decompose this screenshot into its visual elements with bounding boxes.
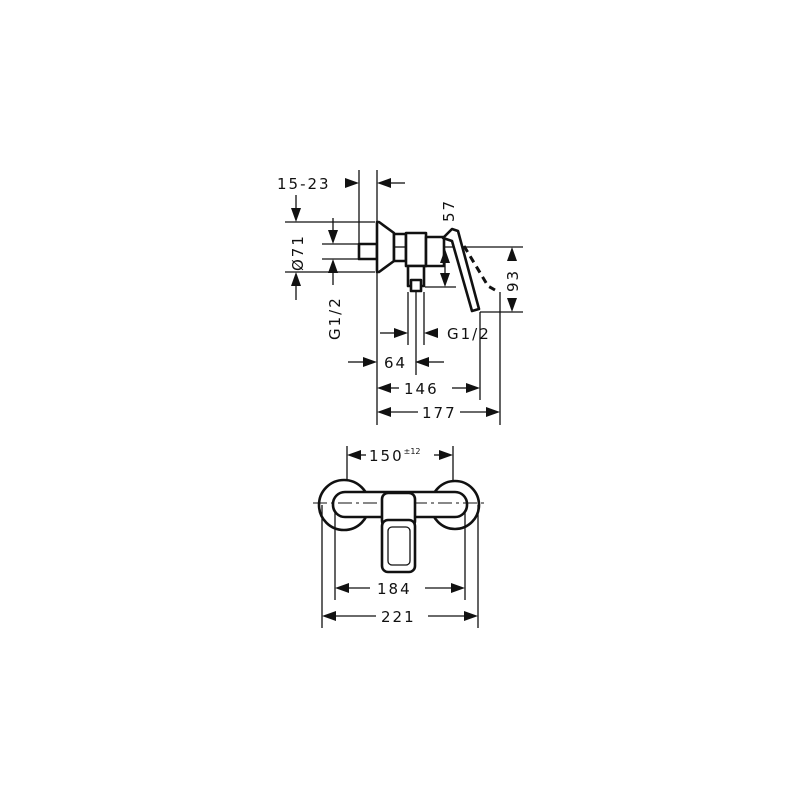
arrowhead-icon xyxy=(424,328,438,338)
dim-bar-width: 184 xyxy=(377,580,412,598)
dim-center-distance: 150±12 xyxy=(369,447,421,465)
arrowhead-icon xyxy=(439,450,453,460)
dim-flange-diameter: Ø71 xyxy=(289,234,307,271)
arrowhead-icon xyxy=(335,583,349,593)
lever-alt-position xyxy=(462,245,496,292)
front-view: 150±12 184 221 xyxy=(313,446,487,628)
arrowhead-icon xyxy=(507,247,517,261)
arrowhead-icon xyxy=(322,611,336,621)
dimension-arrows xyxy=(291,178,517,621)
lever-front-inner xyxy=(387,526,411,566)
arrowhead-icon xyxy=(291,208,301,222)
dim-total-width: 221 xyxy=(381,608,416,626)
arrowhead-icon xyxy=(377,178,391,188)
center-distance-value: 150 xyxy=(369,447,404,465)
arrowhead-icon xyxy=(451,583,465,593)
dim-lever-depth: 146 xyxy=(404,380,439,398)
dim-outlet-offset: 64 xyxy=(384,354,407,372)
arrowhead-icon xyxy=(347,450,361,460)
dim-lever-height: 57 xyxy=(440,199,458,222)
side-view: 15-23 Ø71 G1/2 57 93 G1/2 64 146 177 xyxy=(277,170,523,425)
nipple xyxy=(357,242,379,261)
dim-wall-thickness: 15-23 xyxy=(277,175,331,193)
arrowhead-icon xyxy=(377,407,391,417)
body-extension xyxy=(424,235,446,268)
dim-lever-drop: 93 xyxy=(504,269,522,292)
outlet-stub xyxy=(409,278,423,293)
arrowhead-icon xyxy=(328,259,338,273)
arrowhead-icon xyxy=(466,383,480,393)
lever-front xyxy=(380,518,417,574)
arrowhead-icon xyxy=(507,298,517,312)
arrowhead-icon xyxy=(345,178,359,188)
arrowhead-icon xyxy=(415,357,429,367)
arrowhead-icon xyxy=(363,357,377,367)
arrowhead-icon xyxy=(440,249,450,263)
arrowhead-icon xyxy=(464,611,478,621)
valve-body xyxy=(404,231,428,268)
arrowhead-icon xyxy=(394,328,408,338)
dim-outlet-thread: G1/2 xyxy=(447,325,491,343)
arrowhead-icon xyxy=(486,407,500,417)
arrowhead-icon xyxy=(328,230,338,244)
arrowhead-icon xyxy=(440,273,450,287)
lever-handle xyxy=(441,227,481,313)
dim-inlet-thread: G1/2 xyxy=(326,296,344,340)
wall-flange xyxy=(375,220,396,274)
dim-total-depth: 177 xyxy=(422,404,457,422)
arrowhead-icon xyxy=(377,383,391,393)
center-distance-tolerance: ±12 xyxy=(404,447,421,456)
arrowhead-icon xyxy=(291,272,301,286)
